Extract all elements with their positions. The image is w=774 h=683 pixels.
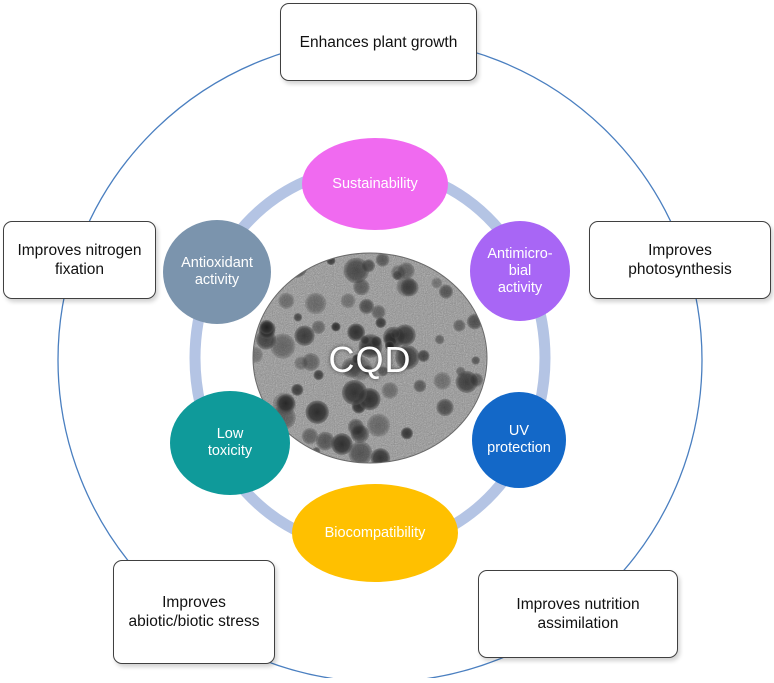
benefit-improves-nutrition-assimilation: Improves nutrition assimilation xyxy=(478,570,678,658)
nanoparticle-dot xyxy=(276,394,296,413)
benefit-enhances-plant-growth: Enhances plant growth xyxy=(280,3,477,81)
nanoparticle-dot xyxy=(278,292,295,309)
nanoparticle-dot xyxy=(358,334,383,358)
nanoparticle-dot xyxy=(348,441,373,463)
benefit-line: Improves xyxy=(162,594,226,611)
nanoparticle-dot xyxy=(340,293,356,309)
core-image xyxy=(253,253,487,463)
nanoparticle-dot xyxy=(396,276,417,297)
nanoparticle-dot xyxy=(366,413,391,437)
bubble-sustainability: Sustainability xyxy=(302,138,448,230)
bubble-line: protection xyxy=(487,440,551,456)
nanoparticle-dot xyxy=(436,398,454,417)
nanoparticle-dot xyxy=(469,372,484,387)
nanoparticle-dot xyxy=(358,298,375,314)
bubble-line: toxicity xyxy=(207,443,253,459)
bubble-line: Biocompatibility xyxy=(324,524,426,541)
bubble-line: Antioxidant xyxy=(181,255,253,271)
bubble-line: activity xyxy=(194,272,240,288)
nanoparticle-dot xyxy=(253,346,264,363)
nanoparticle-dot xyxy=(313,369,324,381)
nanoparticle-dot xyxy=(293,313,303,322)
nanoparticle-dot xyxy=(341,379,368,406)
nanoparticle-dot xyxy=(270,333,296,359)
nanoparticle-dot xyxy=(305,292,327,315)
benefit-improves-abiotic-biotic-stress: Improves abiotic/biotic stress xyxy=(113,560,275,664)
nanoparticle-dot xyxy=(375,253,390,267)
nanoparticle-dot xyxy=(392,270,403,281)
benefit-line: Enhances plant growth xyxy=(299,33,458,51)
nanoparticle-dot xyxy=(381,382,399,399)
benefit-improves-photosynthesis: Improves photosynthesis xyxy=(589,221,771,299)
bubble-line: Sustainability xyxy=(332,175,418,192)
nanoparticle-dot xyxy=(433,372,452,390)
nanoparticle-dot xyxy=(384,340,395,351)
benefit-line: Improves nitrogen xyxy=(17,242,142,259)
nanoparticle-dot xyxy=(331,322,341,332)
benefit-line: assimilation xyxy=(537,615,619,632)
nanoparticle-dot xyxy=(259,320,274,335)
nanoparticle-dot xyxy=(294,325,315,346)
bubble-antioxidant-activity: Antioxidant activity xyxy=(163,220,271,324)
nanoparticle-dot xyxy=(347,323,365,342)
nanoparticle-dot xyxy=(326,256,336,266)
benefit-line: Improves nutrition xyxy=(516,596,640,613)
nanoparticle-dot xyxy=(283,253,308,278)
nanoparticle-dot xyxy=(291,383,304,396)
nanoparticle-dot xyxy=(301,428,319,445)
benefit-line: abiotic/biotic stress xyxy=(128,613,260,630)
nanoparticle-dot xyxy=(395,345,420,370)
nanoparticle-dot xyxy=(400,427,413,440)
nanoparticle-dot xyxy=(331,433,353,455)
bubble-line: activity xyxy=(497,279,543,296)
nanoparticle-dot xyxy=(343,257,370,284)
nanoparticle-dot xyxy=(417,349,430,362)
nanoparticle-dot xyxy=(311,320,326,335)
nanoparticle-dot xyxy=(350,424,367,441)
nanoparticle-dot xyxy=(315,431,335,451)
nanoparticle-dot xyxy=(394,324,416,347)
nanoparticle-dot xyxy=(371,305,386,320)
nanoparticle-dot xyxy=(413,379,427,393)
nanoparticle-dot xyxy=(353,278,370,296)
bubble-line: UV xyxy=(508,423,530,439)
nanoparticle-dot xyxy=(451,441,467,457)
nanoparticle-dot xyxy=(431,277,443,289)
nanoparticle-dot xyxy=(347,356,372,381)
nanoparticle-dot xyxy=(453,319,466,332)
nanoparticle-dot xyxy=(289,258,299,268)
nanoparticle-dot xyxy=(377,366,389,377)
benefit-improves-nitrogen-fixation: Improves nitrogen fixation xyxy=(3,221,156,299)
bubble-line: Low xyxy=(216,426,244,442)
bubble-low-toxicity: Low toxicity xyxy=(170,391,290,495)
nanoparticle-dot xyxy=(471,356,481,365)
bubble-line: bial xyxy=(508,262,532,279)
bubble-uv-protection: UV protection xyxy=(472,392,566,488)
bubble-line: Antimicro- xyxy=(487,245,553,262)
nanoparticle-dots xyxy=(253,253,484,463)
nanoparticle-dot xyxy=(305,400,329,424)
bubble-biocompatibility: Biocompatibility xyxy=(292,484,458,582)
benefit-line: photosynthesis xyxy=(628,261,732,278)
nanoparticle-dot xyxy=(390,329,401,339)
nanoparticle-dot xyxy=(375,317,387,329)
nanoparticle-dot xyxy=(370,448,391,463)
benefit-line: Improves xyxy=(648,242,712,259)
nanoparticle-dot xyxy=(434,334,445,345)
benefit-line: fixation xyxy=(54,261,105,278)
core-label: CQD xyxy=(328,339,412,380)
nanoparticle-dot xyxy=(281,253,305,268)
nanoparticle-dot xyxy=(301,352,320,372)
bubble-antimicrobial-activity: Antimicro- bial activity xyxy=(470,221,570,321)
nanoparticle-dot xyxy=(438,284,454,299)
